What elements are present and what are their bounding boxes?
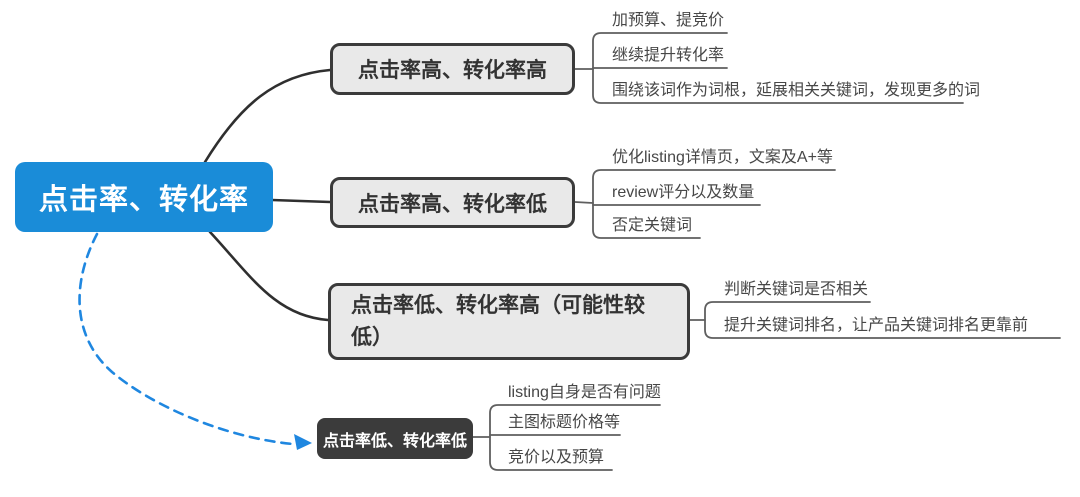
- branch-node-low-ctr-low-cvr[interactable]: 点击率低、转化率低: [317, 418, 473, 459]
- arrowhead-icon: [294, 434, 312, 450]
- branch-node-high-ctr-low-cvr[interactable]: 点击率高、转化率低: [330, 177, 575, 228]
- branch-node-low-ctr-high-cvr-label: 点击率低、转化率高（可能性较低）: [351, 293, 645, 349]
- leaf-item[interactable]: 提升关键词排名，让产品关键词排名更靠前: [724, 317, 1029, 334]
- leaf-item[interactable]: review评分以及数量: [612, 184, 755, 201]
- branch-node-high-ctr-high-cvr[interactable]: 点击率高、转化率高: [330, 43, 575, 95]
- edge-root-to-branch-3: [208, 230, 330, 322]
- leaf-item[interactable]: 加预算、提竞价: [612, 12, 725, 29]
- leaf-item[interactable]: 主图标题价格等: [508, 414, 621, 431]
- bracket-branch-3: [704, 301, 1061, 339]
- bracket-branch-2: [592, 169, 836, 239]
- leaf-item[interactable]: 竞价以及预算: [508, 449, 605, 466]
- branch-node-low-ctr-high-cvr[interactable]: 点击率低、转化率高（可能性较低）: [328, 283, 690, 360]
- leaf-item[interactable]: 优化listing详情页，文案及A+等: [612, 149, 833, 166]
- leaf-item[interactable]: listing自身是否有问题: [508, 384, 661, 401]
- root-node[interactable]: 点击率、转化率: [15, 162, 273, 232]
- edge-root-to-branch-4-dashed: [78, 232, 295, 446]
- leaf-item[interactable]: 判断关键词是否相关: [724, 281, 869, 298]
- leaf-item[interactable]: 否定关键词: [612, 217, 693, 234]
- bracket-branch-2-stem: [574, 201, 594, 204]
- bracket-branch-4: [489, 404, 661, 471]
- edge-root-to-branch-2: [270, 198, 332, 204]
- leaf-item[interactable]: 继续提升转化率: [612, 47, 725, 64]
- leaf-item[interactable]: 围绕该词作为词根，延展相关关键词，发现更多的词: [612, 82, 981, 99]
- edge-root-to-branch-1: [203, 68, 332, 164]
